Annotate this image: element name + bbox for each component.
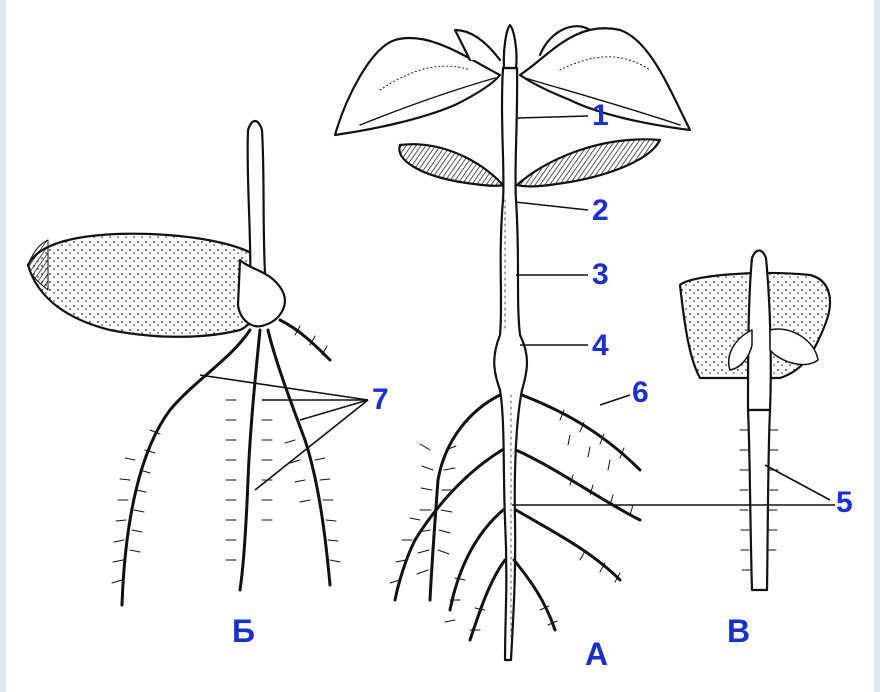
- seedling-b: [28, 121, 340, 605]
- seedling-a: [335, 25, 690, 660]
- label-4: 4: [592, 331, 609, 361]
- label-7: 7: [372, 385, 389, 415]
- label-5: 5: [836, 488, 853, 518]
- seedling-b-letter: Б: [232, 615, 255, 647]
- seed-cotyledon: [28, 234, 265, 337]
- seedling-v-letter: В: [727, 615, 750, 647]
- seedling-a-letter: А: [585, 638, 608, 670]
- label-1: 1: [592, 101, 609, 131]
- label-2: 2: [592, 196, 609, 226]
- cotyledon-right: [517, 139, 660, 186]
- seedling-v: [680, 251, 830, 591]
- label-3: 3: [592, 260, 609, 290]
- shoot: [248, 121, 266, 290]
- label-6: 6: [632, 378, 649, 408]
- cotyledon-left: [399, 144, 503, 186]
